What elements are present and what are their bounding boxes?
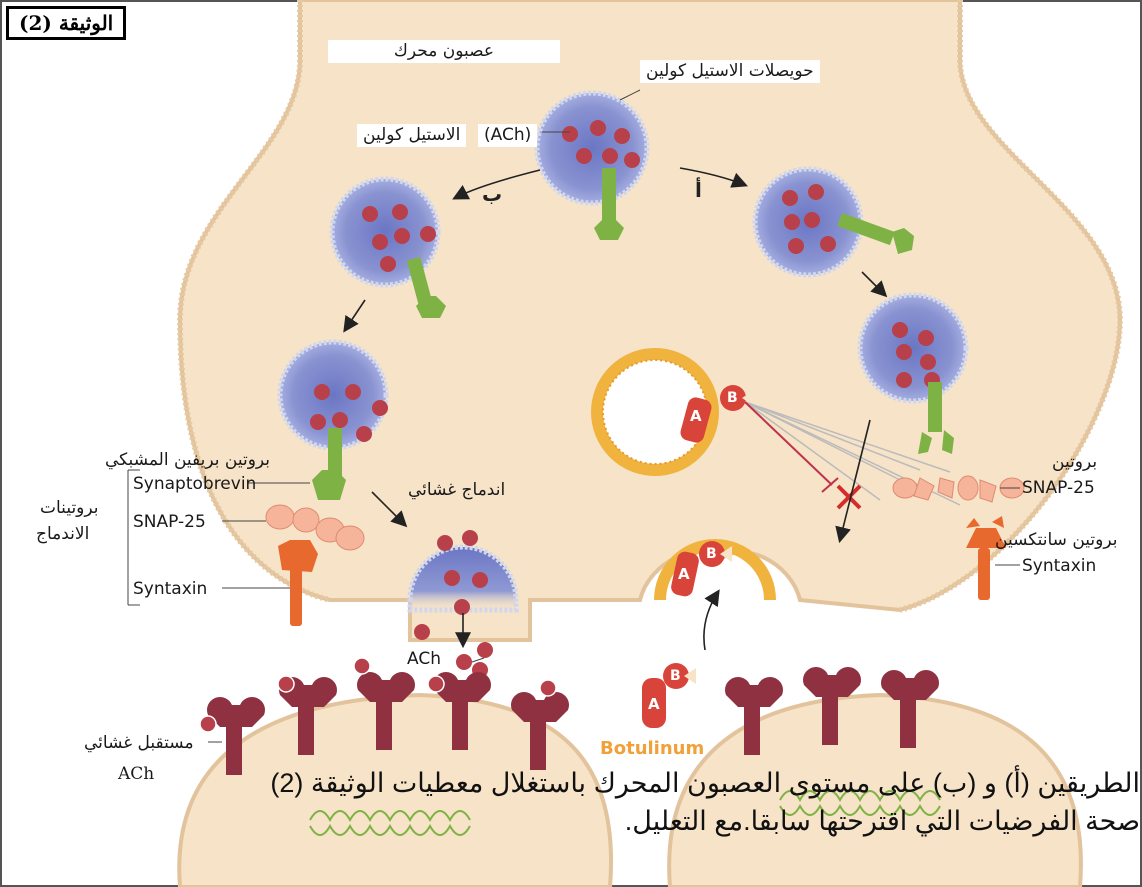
toxin-a-free: A <box>648 697 660 712</box>
toxin-b-free: B <box>670 669 681 683</box>
label-fusion-proteins-2: الاندماج <box>36 526 89 543</box>
toxin-b-mid: B <box>727 391 738 405</box>
label-membrane-fusion: اندماج غشائي <box>408 482 505 499</box>
label-snap25: SNAP-25 <box>133 514 206 531</box>
label-synaptobrevin: Synaptobrevin <box>133 476 256 493</box>
label-ach-paren: (ACh) <box>478 124 537 147</box>
label-fusion-proteins-1: بروتينات <box>40 500 99 517</box>
label-syntaxin-ar: بروتين سانتكسين <box>995 532 1117 549</box>
document-title: الوثيقة (2) <box>6 6 126 40</box>
label-receptor-2: ACh <box>118 766 154 783</box>
toxin-a-enter: A <box>678 567 690 582</box>
label-snap25-right: SNAP-25 <box>1022 480 1095 497</box>
label-path-a: أ <box>695 178 702 202</box>
label-motor-neuron: عصبون محرك <box>328 40 560 63</box>
label-ach: ACh <box>407 651 441 668</box>
toxin-a-mid: A <box>690 409 702 424</box>
question-line-1: الطريقين (أ) و (ب) على مستوى العصبون الم… <box>270 768 1140 799</box>
toxin-b-enter: B <box>706 547 717 561</box>
label-protein-snap-ar: بروتين <box>1052 454 1097 471</box>
label-acetylcholine: الاستيل كولين <box>357 124 466 147</box>
label-path-b: ب <box>482 182 502 206</box>
label-botulinum: Botulinum <box>600 738 704 759</box>
label-vesicles: حويصلات الاستيل كولين <box>640 60 820 83</box>
question-line-2: صحة الفرضيات التي اقترحتها سابقا.مع التع… <box>625 806 1140 837</box>
label-receptor-1: مستقبل غشائي <box>84 735 194 752</box>
label-synaptobrevin-ar: بروتين بريفين المشبكي <box>105 452 270 469</box>
label-syntaxin-right: Syntaxin <box>1022 558 1096 575</box>
label-syntaxin: Syntaxin <box>133 581 207 598</box>
